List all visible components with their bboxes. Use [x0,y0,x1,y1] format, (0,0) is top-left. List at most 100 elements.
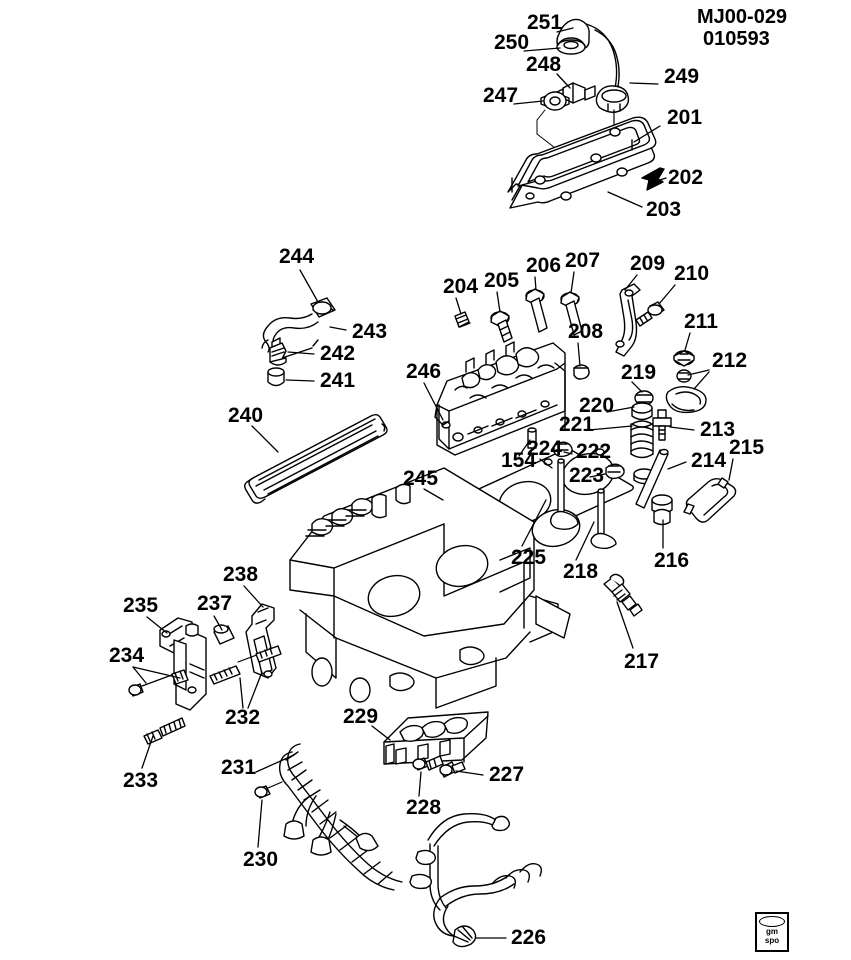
part-212-rocker-arm [665,385,707,414]
callout-217: 217 [624,650,660,673]
callout-237: 237 [197,592,233,615]
part-249-grommet [595,85,630,147]
callout-235: 235 [123,594,159,617]
callout-238: 238 [223,563,259,586]
callout-154: 154 [501,449,537,472]
callout-247: 247 [483,84,519,107]
date-code: 010593 [703,28,770,50]
callout-243: 243 [352,320,388,343]
part-250-clamp [556,37,586,55]
part-238-bracket [245,603,277,679]
part-241-grommet [267,367,285,387]
callout-219: 219 [621,361,657,384]
part-205-bolt [490,310,513,343]
part-242-pcv-valve [269,337,287,366]
part-230-bolt [254,781,283,799]
part-211-nut [673,350,695,367]
callout-230: 230 [243,848,279,871]
part-201-valve-cover [507,116,657,201]
callout-231: 231 [221,756,257,779]
callout-215: 215 [729,436,765,459]
part-228-bolt [412,755,444,771]
part-244-hose-clamp [310,297,336,318]
part-210-bolt [635,301,665,327]
part-217-spark-plug [603,573,643,617]
part-209-lift-bracket [615,283,641,357]
callout-225: 225 [511,546,547,569]
callout-204: 204 [443,275,479,298]
part-218-exhaust-valve [590,488,617,550]
part-208-plug [573,364,590,380]
callout-224: 224 [527,437,563,460]
part-237-spacer [213,624,235,645]
callout-241: 241 [320,369,356,392]
callout-244: 244 [279,245,315,268]
callout-223: 223 [569,464,605,487]
callout-245: 245 [403,467,439,490]
engine-block-reference [289,467,581,709]
part-223-valve-seal [605,463,625,480]
part-231-wiring-harness [278,743,543,939]
callout-226: 226 [511,926,547,949]
part-212-pivot-ball [676,369,692,383]
callout-248: 248 [526,53,562,76]
callout-208: 208 [568,320,604,343]
part-233-stud [143,717,186,745]
callout-211: 211 [684,310,718,333]
part-235-bracket [159,617,207,711]
callout-214: 214 [691,449,727,472]
gm-spo-logo: gm spo [755,912,789,952]
callout-206: 206 [526,254,562,277]
part-219-keeper [634,390,654,406]
callout-251: 251 [527,11,563,34]
callout-207: 207 [565,249,601,272]
part-220-retainer [631,402,653,421]
callout-220: 220 [579,394,615,417]
part-227-bolt [439,761,466,778]
part-213-rocker-stud [652,409,672,441]
callout-222: 222 [576,440,612,463]
callout-228: 228 [406,796,442,819]
callout-227: 227 [489,763,525,786]
part-246-cylinder-head [434,341,566,456]
callout-249: 249 [664,65,700,88]
logo-line2: spo [764,936,780,945]
callout-233: 233 [123,769,159,792]
callout-250: 250 [494,31,530,54]
part-229-ignition-coil-pack [383,711,489,765]
logo-ellipse-icon [759,916,785,927]
callout-203: 203 [646,198,682,221]
part-214-pushrod [635,448,669,509]
logo-line1: gm [766,927,778,936]
callout-202: 202 [668,166,704,189]
callout-205: 205 [484,269,520,292]
callout-210: 210 [674,262,710,285]
part-240-gasket [244,414,388,504]
callout-201: 201 [667,106,703,129]
callout-229: 229 [343,705,379,728]
callout-212: 212 [712,349,748,372]
callout-246: 246 [406,360,442,383]
callout-218: 218 [563,560,599,583]
part-226-clip [452,925,477,948]
part-154-dowel [527,427,537,449]
callout-216: 216 [654,549,690,572]
drawing-number: MJ00-029 [697,6,788,28]
part-225-intake-valve [549,458,579,531]
leader-lines [132,27,734,939]
callout-221: 221 [559,413,595,436]
part-221-valve-spring [630,420,654,459]
callout-232: 232 [225,706,261,729]
part-215-rocker-arm [683,477,737,523]
callout-234: 234 [109,644,145,667]
part-206-bolt [525,288,548,333]
part-247-grommet [540,91,570,111]
callout-242: 242 [320,342,356,365]
part-202-arrow-marker [641,167,665,191]
part-234-bolts [128,669,189,697]
callout-240: 240 [228,404,264,427]
part-232-bolts [209,645,282,685]
callout-209: 209 [630,252,666,275]
